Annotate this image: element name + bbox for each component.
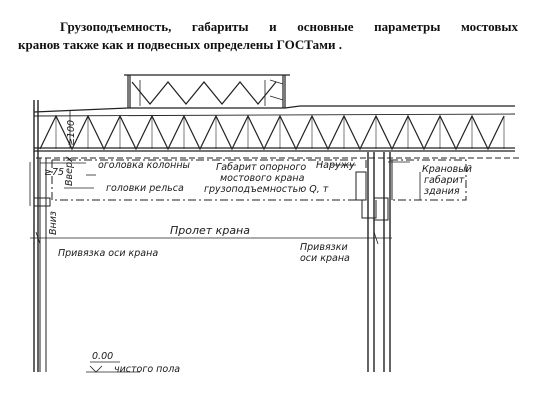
right-crane-end [355, 160, 393, 221]
axis-bindings-line-2: оси крана [300, 253, 350, 264]
axis-bindings-line-1: Привязки [300, 242, 348, 253]
left-column [33, 100, 47, 372]
left-crane-end [33, 157, 520, 218]
paragraph-line-2: кранов также как и подвесных определены … [18, 37, 342, 52]
gabarit-line-3: грузоподъемностью Q, т [204, 184, 329, 195]
crane-clearance-line-3: здания [424, 186, 460, 197]
crane-clearance-line-1: Крановый [422, 164, 472, 175]
floor-level-label: 0.00 [92, 351, 113, 362]
crane-gauge-outline [51, 159, 467, 201]
column-top-label: оголовка колонны [98, 160, 191, 171]
span-label: Пролет крана [170, 224, 250, 237]
outside-label: Наружу [316, 160, 355, 171]
roof-lantern [124, 74, 290, 109]
rail-head-label: головки рельса [106, 183, 184, 194]
gabarit-line-1: Габарит опорного [216, 162, 306, 173]
paragraph-line-1: Грузоподъемность, габариты и основные па… [60, 19, 518, 34]
crane-clearance-line-2: габарит [424, 175, 465, 186]
roof-truss [33, 105, 516, 152]
up-label: Вверх [64, 156, 75, 186]
pad-75-label: ≥75 [44, 167, 64, 178]
floor-text-label: чистого пола [114, 364, 180, 375]
dimension-lines [29, 110, 421, 373]
axis-binding-label: Привязка оси крана [58, 248, 158, 259]
gabarit-line-2: мостового крана [220, 173, 305, 184]
down-label: Вниз [48, 211, 59, 235]
description-paragraph: Грузоподъемность, габариты и основные па… [18, 18, 518, 54]
right-column [367, 152, 391, 372]
roof-height-label: ≥100 [66, 120, 77, 146]
